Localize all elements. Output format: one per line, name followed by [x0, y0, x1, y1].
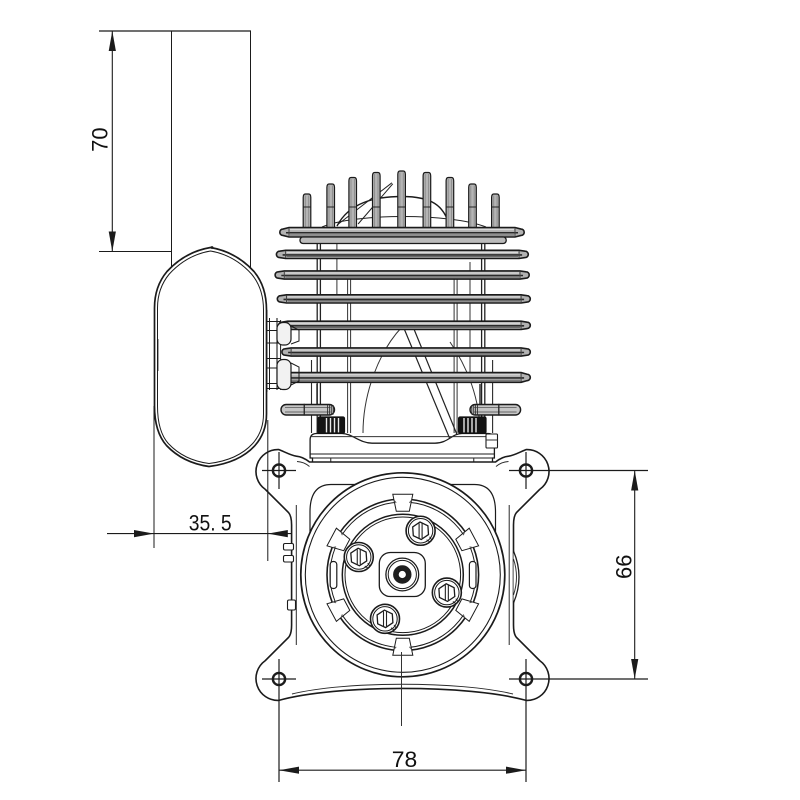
- svg-text:66: 66: [612, 555, 637, 580]
- svg-text:70: 70: [88, 127, 113, 152]
- svg-text:35. 5: 35. 5: [189, 511, 232, 536]
- svg-text:78: 78: [392, 747, 418, 772]
